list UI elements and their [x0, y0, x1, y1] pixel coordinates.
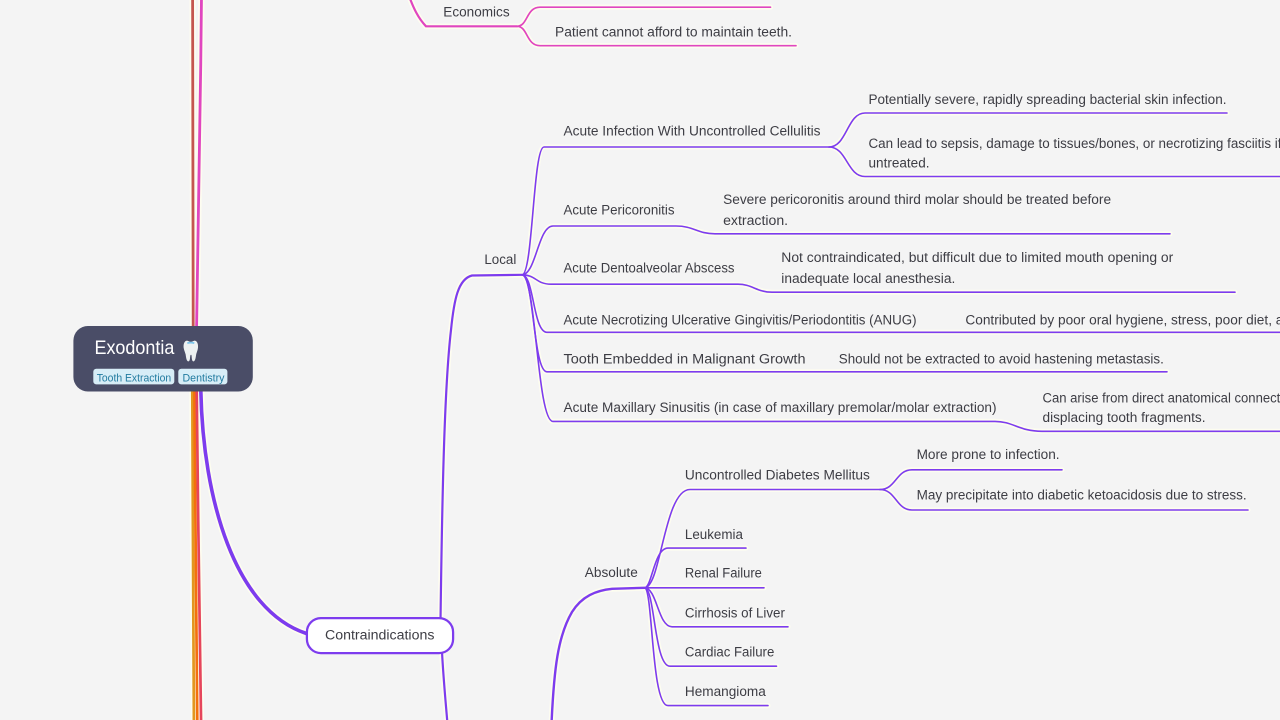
svg-text:Can lead to sepsis, damage to: Can lead to sepsis, damage to tissues/bo…	[869, 136, 1280, 152]
svg-text:Contraindications: Contraindications	[325, 627, 434, 643]
svg-text:Tooth Extraction: Tooth Extraction	[97, 372, 172, 384]
svg-text:Acute Infection With Uncontrol: Acute Infection With Uncontrolled Cellul…	[564, 124, 821, 140]
svg-text:Renal Failure: Renal Failure	[685, 566, 762, 582]
svg-text:Acute Pericoronitis: Acute Pericoronitis	[564, 202, 675, 218]
svg-text:Acute Necrotizing Ulcerative G: Acute Necrotizing Ulcerative Gingivitis/…	[564, 313, 917, 329]
svg-text:Tooth Embedded in Malignant Gr: Tooth Embedded in Malignant Growth	[564, 352, 806, 368]
svg-text:Contributed by poor oral hygie: Contributed by poor oral hygiene, stress…	[965, 313, 1280, 329]
svg-text:displacing tooth fragments.: displacing tooth fragments.	[1043, 410, 1206, 426]
svg-text:Acute Maxillary Sinusitis (in: Acute Maxillary Sinusitis (in case of ma…	[564, 400, 997, 416]
svg-text:Not contraindicated, but diffi: Not contraindicated, but difficult due t…	[781, 250, 1173, 266]
svg-text:Should not be extracted to avo: Should not be extracted to avoid hasteni…	[839, 352, 1164, 368]
svg-text:inadequate local anesthesia.: inadequate local anesthesia.	[781, 271, 955, 287]
svg-text:Cirrhosis of Liver: Cirrhosis of Liver	[685, 605, 785, 621]
svg-text:Patient cannot afford to maint: Patient cannot afford to maintain teeth.	[555, 25, 792, 41]
svg-text:Cardiac Failure: Cardiac Failure	[685, 645, 774, 661]
svg-text:May precipitate into diabetic: May precipitate into diabetic ketoacidos…	[917, 488, 1247, 504]
svg-text:Potentially severe, rapidly sp: Potentially severe, rapidly spreading ba…	[869, 92, 1227, 108]
svg-text:Dentistry: Dentistry	[183, 372, 225, 384]
svg-text:extraction.: extraction.	[723, 213, 788, 229]
svg-text:Acute Dentoalveolar Abscess: Acute Dentoalveolar Abscess	[564, 260, 735, 276]
svg-text:More prone to infection.: More prone to infection.	[917, 447, 1060, 463]
svg-text:Can arise from direct anatomic: Can arise from direct anatomical connect…	[1043, 390, 1280, 406]
svg-text:Leukemia: Leukemia	[685, 527, 743, 543]
svg-text:Hemangioma: Hemangioma	[685, 684, 766, 700]
svg-text:Exodontia: Exodontia	[95, 337, 175, 359]
svg-text:Economics: Economics	[443, 5, 509, 21]
svg-text:Local: Local	[484, 252, 516, 268]
svg-text:Uncontrolled Diabetes Mellitus: Uncontrolled Diabetes Mellitus	[685, 468, 870, 484]
svg-text:Severe pericoronitis around th: Severe pericoronitis around third molar …	[723, 192, 1111, 208]
svg-text:Absolute: Absolute	[585, 565, 638, 581]
svg-text:untreated.: untreated.	[869, 156, 930, 172]
